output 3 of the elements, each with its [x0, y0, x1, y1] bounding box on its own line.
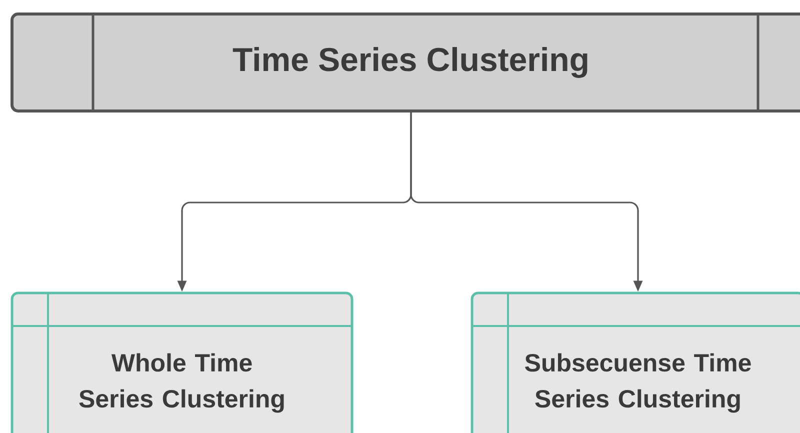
category-box: Whole Time Series Clustering	[10, 292, 354, 433]
category-box: Subsecuense Time Series Clustering	[470, 292, 800, 433]
title-box: Time Series Clustering	[10, 12, 800, 112]
